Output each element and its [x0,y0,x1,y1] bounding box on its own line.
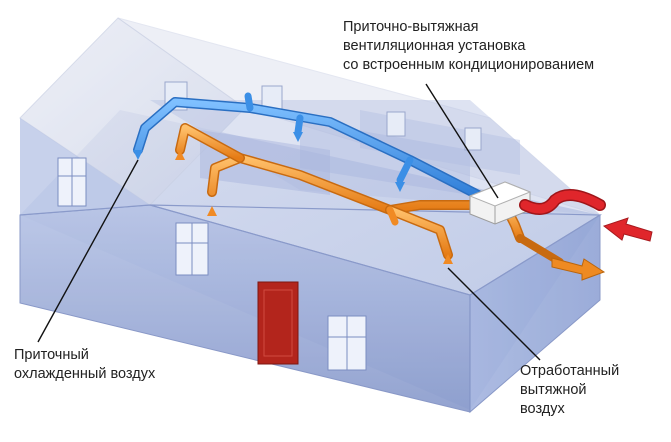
interior-partition-2 [300,120,470,195]
arrow-up-icon [443,254,453,264]
label-supply-air: Приточный охлажденный воздух [14,347,156,382]
exhaust-vent-icons [175,150,453,264]
wall-top-edge [19,204,603,296]
arrow-left-icon [602,217,653,242]
label-ventilation-unit: Приточно-вытяжная вентиляционная установ… [343,19,595,73]
arrow-down-icon [395,182,405,192]
front-window-2 [175,222,209,276]
leader-line-exhaust [447,267,541,361]
arrow-up-icon [207,206,217,216]
rear-wall [150,100,600,215]
front-door [257,281,299,365]
leader-line-supply [37,159,139,343]
front-window-1 [57,157,87,207]
arrow-right-icon [551,257,606,281]
ventilation-unit [468,181,532,225]
label-exhaust-air: Отработанный вытяжной воздух [520,363,620,417]
supply-duct-network [133,92,485,201]
rear-window-3 [386,111,406,137]
rear-window-4 [464,127,482,151]
leader-line-unit [425,83,499,199]
arrow-up-icon [175,150,185,160]
exhaust-duct-network [175,123,525,260]
front-window-3 [327,315,367,371]
intake-duct [519,189,606,215]
arrow-down-icon [133,150,143,160]
supply-vent-icons [133,132,405,192]
arrow-down-icon [293,132,303,142]
